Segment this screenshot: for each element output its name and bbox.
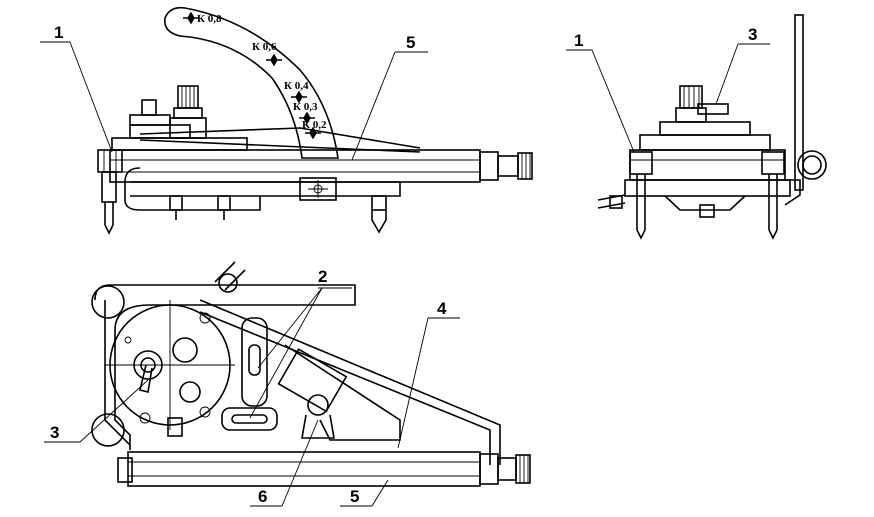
- svg-text:К 0,4: К 0,4: [284, 80, 309, 92]
- callout-3-end: 3: [715, 25, 770, 105]
- svg-text:5: 5: [406, 33, 415, 52]
- scale-marker-k04: К 0,4: [284, 80, 309, 104]
- svg-text:2: 2: [318, 267, 327, 286]
- svg-text:К 0,3: К 0,3: [293, 101, 318, 113]
- svg-text:1: 1: [574, 31, 583, 50]
- pad-top: [91, 285, 125, 319]
- svg-text:5: 5: [350, 487, 359, 506]
- callout-4-plan: 4: [397, 299, 460, 449]
- pad-bottom: [91, 413, 125, 447]
- end-view: 1 3: [566, 14, 827, 240]
- side-view: К 0,8 К 0,6 К 0,4 К 0,3 К 0,2 1 5: [40, 6, 533, 235]
- callout-1-end: 1: [566, 31, 635, 153]
- callout-3-plan: 3: [44, 379, 149, 443]
- svg-text:3: 3: [50, 423, 59, 442]
- scale-marker-k02: К 0,2: [302, 119, 327, 140]
- slotted-plate: [241, 317, 268, 407]
- knob: [177, 85, 199, 109]
- callout-5-side: 5: [351, 33, 428, 161]
- scale-marker-k08: К 0,8: [183, 11, 222, 25]
- plan-view: 2 3 4 5 6: [44, 261, 531, 507]
- svg-text:3: 3: [748, 25, 757, 44]
- svg-text:4: 4: [437, 299, 447, 318]
- callout-2-plan: 2: [249, 267, 352, 419]
- svg-text:1: 1: [54, 23, 63, 42]
- callout-1-side: 1: [40, 23, 113, 153]
- svg-text:К 0,8: К 0,8: [197, 13, 222, 25]
- scale-marker-k03: К 0,3: [293, 101, 318, 125]
- svg-text:К 0,6: К 0,6: [252, 41, 277, 53]
- ring: [797, 150, 827, 180]
- svg-text:6: 6: [258, 487, 267, 506]
- vertical-rod: [794, 14, 804, 191]
- end-nut: [479, 151, 499, 181]
- scale-arm: [163, 6, 339, 159]
- svg-text:К 0,2: К 0,2: [302, 119, 327, 131]
- callout-6-plan: 6: [250, 419, 319, 507]
- lower-bar: [127, 451, 481, 487]
- callout-5-plan: 5: [340, 479, 389, 507]
- probe-head: [307, 394, 329, 416]
- scale-marker-k06: К 0,6: [252, 41, 282, 67]
- main-bar: [109, 149, 481, 183]
